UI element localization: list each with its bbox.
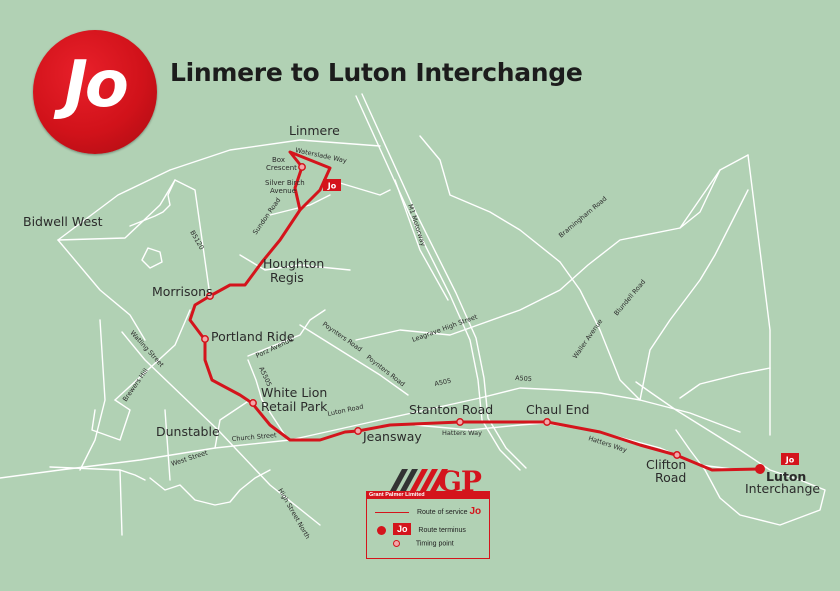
legend-box: Route of service Jo Jo Route terminus Ti… (366, 499, 490, 559)
svg-text:Waterslade Way: Waterslade Way (295, 146, 348, 165)
terminus-marker (755, 464, 765, 474)
svg-text:Clifton: Clifton (646, 457, 686, 472)
timing-points (201, 163, 681, 459)
svg-text:Regis: Regis (270, 270, 304, 285)
svg-text:Chaul End: Chaul End (526, 402, 589, 417)
svg-text:A505: A505 (515, 374, 532, 383)
svg-text:Watling Street: Watling Street (129, 329, 166, 369)
svg-text:Poynters Road: Poynters Road (321, 320, 364, 353)
svg-text:Interchange: Interchange (745, 481, 820, 496)
svg-text:Luton Road: Luton Road (327, 403, 365, 418)
map-legend: GP Grant Palmer Limited Route of service… (366, 465, 490, 559)
svg-text:Houghton: Houghton (263, 256, 324, 271)
svg-text:Jeansway: Jeansway (362, 429, 422, 444)
svg-text:Dunstable: Dunstable (156, 424, 220, 439)
company-name: Grant Palmer Limited (366, 491, 490, 499)
legend-route: Route of service Jo (375, 506, 481, 517)
svg-text:A505: A505 (434, 377, 452, 388)
timing-point-icon (393, 540, 400, 547)
svg-text:B5120: B5120 (188, 229, 205, 251)
svg-text:Hatters Way: Hatters Way (442, 429, 482, 437)
page-title: Linmere to Luton Interchange (170, 58, 583, 87)
svg-text:Bramingham Road: Bramingham Road (557, 195, 608, 240)
gp-stripes-icon (390, 469, 448, 491)
svg-text:Morrisons: Morrisons (152, 284, 213, 299)
svg-text:Avenue: Avenue (270, 187, 296, 195)
terminus-dot-icon (377, 525, 386, 535)
route-line (188, 150, 762, 472)
svg-text:A5505: A5505 (257, 365, 273, 387)
svg-text:Poynters Road: Poynters Road (365, 353, 407, 388)
svg-text:Jo: Jo (327, 182, 337, 191)
svg-text:Jo: Jo (785, 456, 795, 465)
svg-text:Sundon Road: Sundon Road (251, 196, 282, 236)
svg-text:Luton: Luton (766, 469, 806, 484)
svg-text:Box: Box (272, 156, 285, 164)
route-line-icon (375, 511, 409, 513)
svg-text:Linmere: Linmere (289, 123, 340, 138)
legend-timing: Timing point (393, 540, 454, 547)
jo-badge-luton (781, 453, 799, 465)
svg-text:Portland Ride: Portland Ride (211, 329, 295, 344)
svg-text:Waller Avenue: Waller Avenue (571, 317, 604, 360)
svg-text:Crescent: Crescent (266, 164, 297, 172)
legend-terminus: Jo Route terminus (377, 523, 466, 535)
svg-text:Blundell Road: Blundell Road (612, 278, 647, 317)
svg-text:Brewers Hill: Brewers Hill (121, 367, 150, 403)
m1-motorway (355, 93, 527, 471)
jo-logo: Jo (33, 30, 157, 154)
svg-text:Bidwell West: Bidwell West (23, 214, 103, 229)
svg-text:Church Street: Church Street (231, 431, 277, 443)
svg-text:Silver Birch: Silver Birch (265, 179, 305, 187)
svg-text:Retail Park: Retail Park (261, 399, 328, 414)
route-spur (293, 165, 304, 212)
svg-text:White Lion: White Lion (261, 385, 327, 400)
svg-text:Stanton Road: Stanton Road (409, 402, 493, 417)
jo-badge-linmere (323, 179, 341, 191)
svg-text:Road: Road (655, 470, 686, 485)
place-labels: Linmere Bidwell West Houghton Regis Morr… (23, 123, 820, 496)
